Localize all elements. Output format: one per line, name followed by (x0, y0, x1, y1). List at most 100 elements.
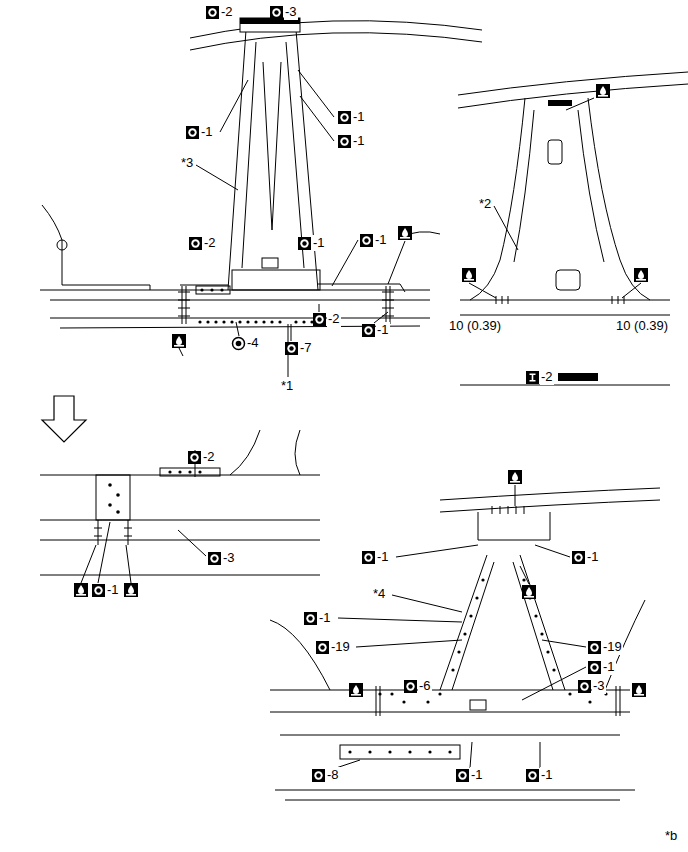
weld-symbol (304, 612, 317, 625)
leader-line (535, 545, 570, 557)
leader-line (220, 80, 248, 132)
callout-number: -4 (246, 335, 260, 351)
callout-number: -19 (330, 639, 351, 655)
drawing-part (451, 668, 454, 671)
weld-symbol-ring (208, 8, 216, 16)
weld-symbol (588, 661, 601, 674)
leader-line (356, 640, 462, 647)
drawing-part (230, 320, 233, 323)
drawing-part (457, 650, 460, 653)
weld-symbol-box (298, 237, 311, 250)
drawing-part (190, 21, 482, 38)
drawing-part (348, 750, 351, 753)
weld-symbol-ring (362, 236, 370, 244)
leader-line (332, 240, 358, 286)
drawing-part (470, 700, 486, 710)
drawing-part (296, 30, 318, 290)
sealer-drop (78, 585, 84, 594)
weld-symbol-box (362, 551, 375, 564)
sealer-symbol-box (462, 268, 476, 282)
weld-symbol-core (592, 645, 596, 649)
weld-symbol (338, 111, 351, 124)
weld-symbol-core (320, 645, 324, 649)
weld-symbol-core (576, 555, 580, 559)
drawing-part (440, 488, 660, 500)
drawing-part (294, 320, 297, 323)
sealer-drop (636, 685, 642, 694)
callout-number: -1 (602, 659, 616, 675)
weld-symbol-box (526, 371, 539, 384)
leader-line (178, 530, 206, 556)
drawing-part (238, 320, 241, 323)
weld-symbol-box (208, 552, 221, 565)
weld-symbol-ring (318, 643, 326, 651)
sealer-drop (176, 336, 182, 345)
drawing-part (108, 483, 112, 487)
weld-symbol-core (308, 616, 312, 620)
sealer-symbol (74, 583, 88, 597)
callout-number: -2 (202, 449, 216, 465)
weld-symbol-ring (406, 682, 414, 690)
weld-symbol (404, 680, 417, 693)
sealer-symbol (172, 334, 186, 348)
drawing-part (40, 540, 320, 541)
drawing-part (460, 385, 670, 386)
drawing-part (548, 140, 562, 164)
callout-number: -1 (470, 767, 484, 783)
sealer-drop (402, 228, 408, 237)
drawing-part (556, 270, 580, 290)
part-label: 10 (0.39) (448, 318, 502, 334)
weld-symbol (270, 6, 283, 19)
weld-symbol-ring (315, 315, 323, 323)
leader-line (540, 742, 541, 768)
drawing-part (426, 700, 429, 703)
sealer-drop (600, 86, 606, 95)
weld-symbol-ring (364, 553, 372, 561)
weld-symbol-core (96, 588, 100, 592)
weld-symbol-ring (306, 614, 314, 622)
weld-symbol-box (270, 6, 283, 19)
weld-symbol (298, 237, 311, 250)
drawing-part (540, 632, 543, 635)
sealer-symbol (522, 585, 536, 599)
sealer-symbol-box (398, 226, 412, 240)
drawing-part (246, 320, 249, 323)
drawing-part (280, 735, 620, 736)
panel-outlines (40, 18, 688, 800)
drawing-part (318, 284, 405, 292)
drawing-part (286, 42, 304, 268)
weld-symbol-box (206, 6, 219, 19)
drawing-part (160, 468, 220, 476)
drawing-part (438, 692, 441, 695)
weld-symbol-core (408, 684, 412, 688)
sealer-drop (638, 270, 644, 279)
weld-symbol-core (460, 773, 464, 777)
drawing-part (470, 98, 525, 300)
weld-symbol-core (342, 139, 346, 143)
sequence-arrow (42, 396, 86, 442)
weld-symbol-core (592, 665, 596, 669)
drawing-part (578, 110, 604, 262)
callout-number: -1 (376, 322, 390, 338)
leader-line (338, 618, 462, 622)
sealer-symbol (596, 84, 610, 98)
part-label: *3 (180, 155, 194, 171)
drawing-part (262, 320, 265, 323)
drawing-part (40, 575, 320, 576)
weld-symbol-ring (190, 453, 198, 461)
callout-number: -8 (326, 767, 340, 783)
weld-symbol-box (285, 342, 298, 355)
sealer-bar (174, 345, 184, 347)
weld-symbol-box (360, 234, 373, 247)
drawing-part (278, 320, 281, 323)
drawing-part (188, 470, 191, 473)
drawing-part (262, 258, 278, 268)
leader-line (179, 348, 183, 356)
callout-number: -1 (200, 124, 214, 140)
part-label: *1 (280, 378, 294, 394)
weld-symbol-core (289, 346, 293, 350)
drawing-part (210, 288, 213, 291)
drawing-part (382, 286, 394, 324)
drawing-part (178, 286, 190, 324)
